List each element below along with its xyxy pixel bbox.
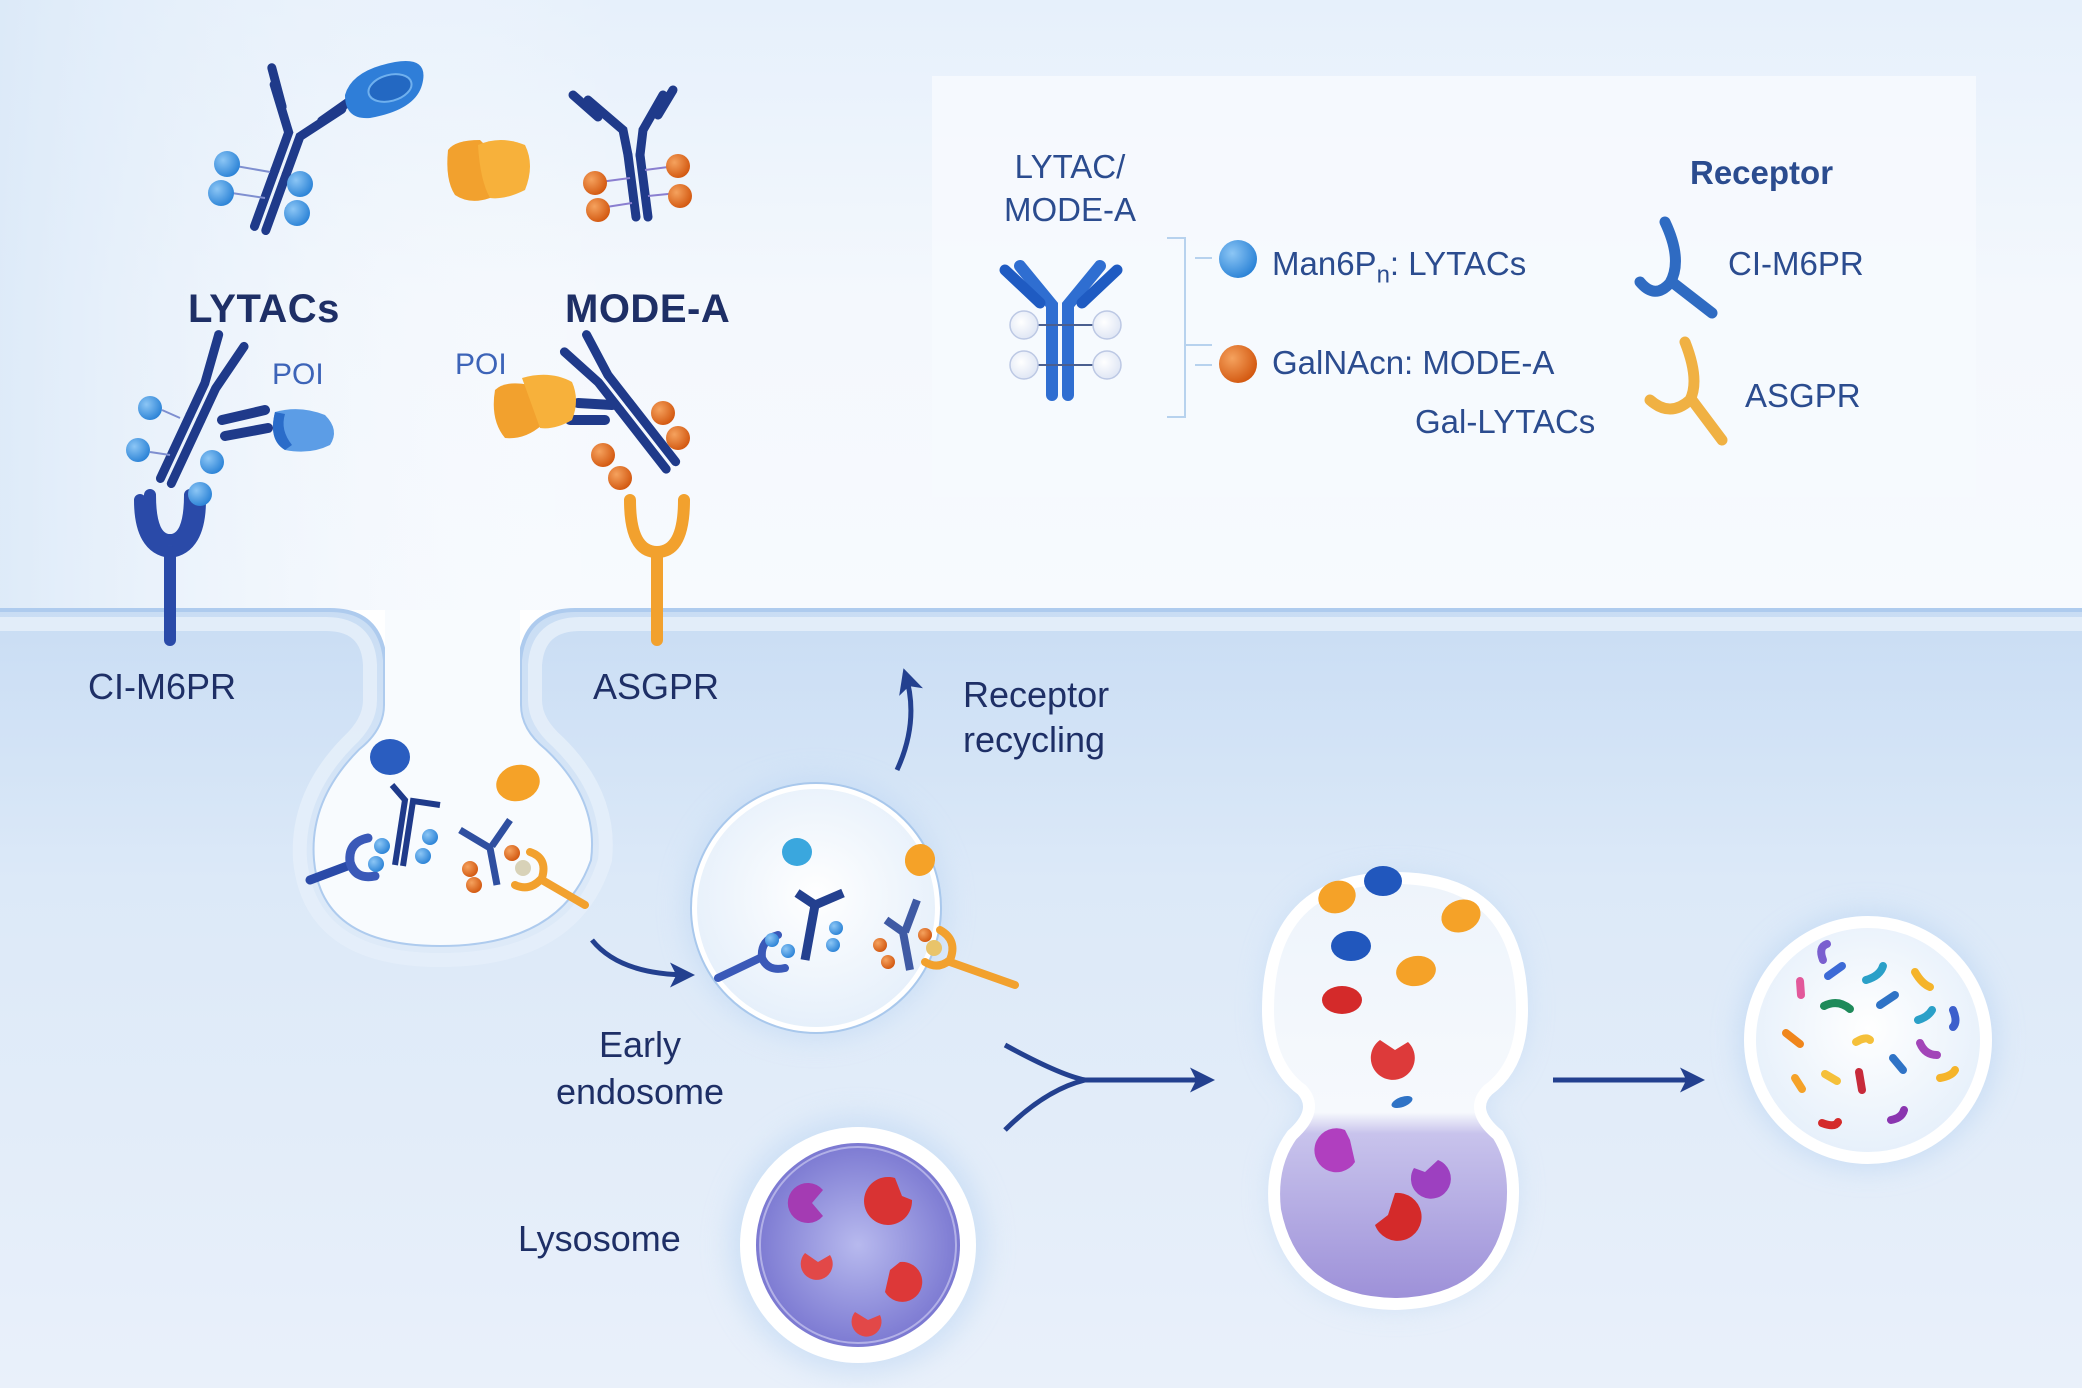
poi-orange-bound-icon <box>493 374 576 439</box>
early-endosome-label: Early endosome <box>535 1022 745 1116</box>
poi-orange-icon <box>447 140 530 201</box>
galnac-ligands-icon <box>583 154 692 222</box>
legend-ligand-gal-lytacs: Gal-LYTACs <box>1415 403 1596 440</box>
lytacs-title: LYTACs <box>188 287 340 331</box>
mode-a-bound-fab-icon <box>565 398 617 425</box>
legend-man6p-ball-icon <box>1219 240 1257 278</box>
legend-receptor-cim6pr: CI-M6PR <box>1728 245 1864 282</box>
poi-blue-bound-icon <box>272 409 334 452</box>
legend-receptor-title: Receptor <box>1690 154 1834 191</box>
legend-ligand-man6p-suffix: : LYTACs <box>1389 245 1527 282</box>
receptor-recycling-line2: recycling <box>963 719 1106 760</box>
early-endosome-line2: endosome <box>555 1070 725 1112</box>
receptor-recycling-label: Receptor recycling <box>963 672 1109 762</box>
legend-panel <box>932 76 1976 497</box>
early-endosome <box>686 778 1019 1038</box>
arrow-receptor-recycling <box>894 668 923 772</box>
endolysosome <box>1261 866 1529 1311</box>
poi-blue-icon <box>345 60 424 119</box>
legend-ligand-man6p-subscript: n <box>1376 261 1390 289</box>
asgpr-receptor-icon <box>624 494 690 646</box>
legend-ligand-man6p-prefix: Man6P <box>1272 245 1377 282</box>
pit-cargo-icon <box>305 739 589 909</box>
legend-conjugate-title-line1: LYTAC/ <box>1014 148 1126 185</box>
man6p-bound-ligands-icon <box>126 396 224 506</box>
peptide-fragments-icon <box>1782 940 1960 1130</box>
legend-galnac-ball-icon <box>1219 345 1257 383</box>
legend-ligand-man6p: Man6Pn: LYTACs <box>1272 245 1526 289</box>
degraded-peptides-vesicle <box>1740 912 1996 1168</box>
early-endosome-line1: Early <box>598 1024 682 1065</box>
legend-asgpr-receptor-icon <box>1644 336 1728 446</box>
cim6pr-receptor-icon <box>134 489 206 646</box>
galnac-bound-ligands-icon <box>591 401 690 490</box>
legend-ligand-galnac: GalNAcn: MODE-A <box>1272 344 1555 381</box>
degrading-cargo-icon <box>1314 866 1481 1241</box>
man6p-ligands-icon <box>208 151 313 226</box>
lysosome <box>730 1117 986 1373</box>
lytac-bound-fab-icon <box>217 405 273 441</box>
receptor-recycling-line1: Receptor <box>963 674 1110 715</box>
legend-conjugate-title: LYTAC/ MODE-A <box>985 146 1155 232</box>
lytac-bound-antibody-icon <box>155 330 249 489</box>
mode-a-antibody-icon <box>568 85 678 222</box>
arrow-pit-to-endosome <box>590 938 695 988</box>
legend-bracket <box>1167 237 1212 418</box>
lysosomal-protease-icon <box>787 1176 923 1337</box>
poi-label-left: POI <box>272 358 324 391</box>
lysosome-label: Lysosome <box>518 1218 681 1259</box>
legend-cim6pr-receptor-icon <box>1634 216 1718 319</box>
legend-antibody-icon <box>999 260 1123 401</box>
legend-conjugate-title-line2: MODE-A <box>1004 190 1136 228</box>
arrow-fusion <box>1003 1042 1215 1132</box>
asgpr-label: ASGPR <box>593 666 720 707</box>
mode-a-title: MODE-A <box>565 287 731 331</box>
cim6pr-label: CI-M6PR <box>88 666 237 707</box>
poi-label-right: POI <box>455 348 507 381</box>
legend-receptor-asgpr: ASGPR <box>1745 377 1861 414</box>
